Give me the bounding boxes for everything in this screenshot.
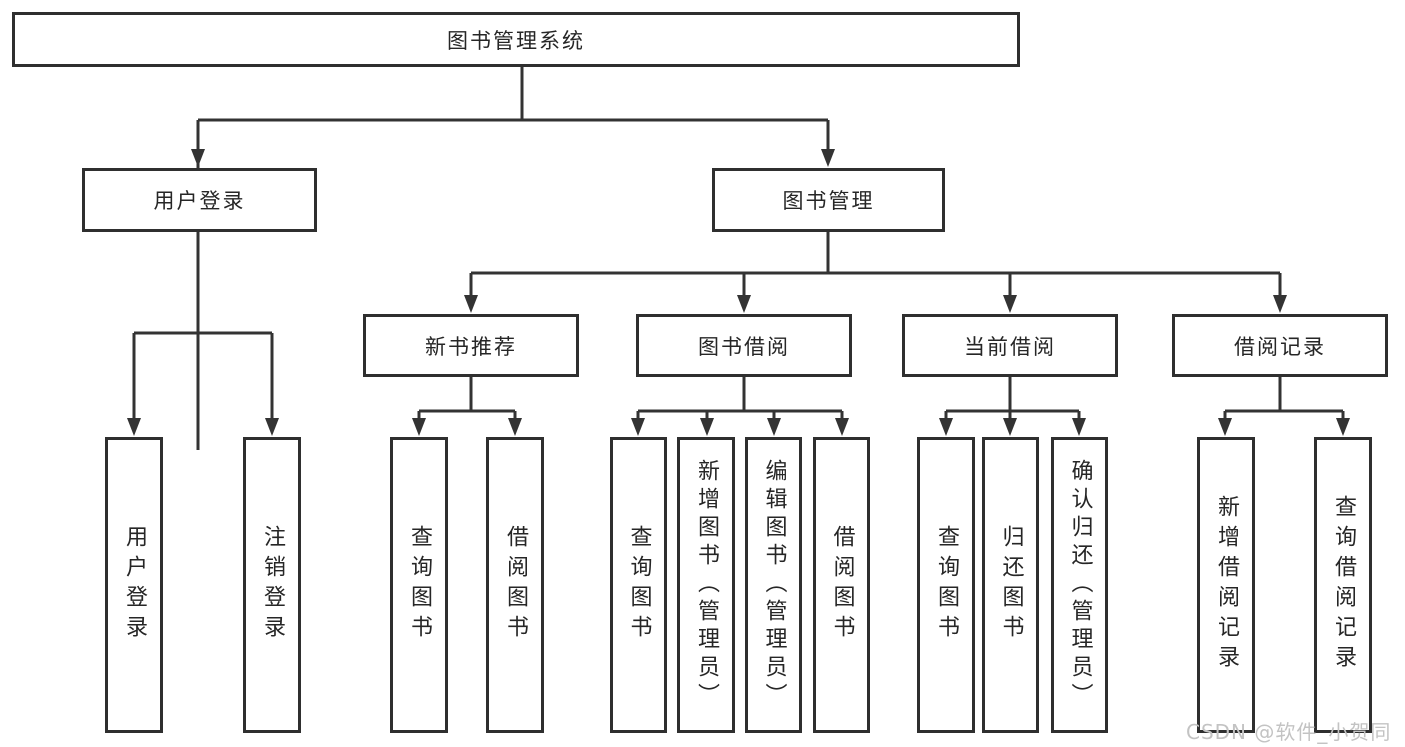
csdn-watermark: CSDN @软件_小贺同学 bbox=[1186, 720, 1392, 744]
leaf-query-books-borrow: 查询图书 bbox=[610, 437, 667, 733]
node-book-borrowing: 图书借阅 bbox=[636, 314, 852, 377]
leaf-logout: 注销登录 bbox=[243, 437, 301, 733]
leaf-query-books-current: 查询图书 bbox=[917, 437, 975, 733]
leaf-borrow-books-2: 借阅图书 bbox=[813, 437, 870, 733]
node-book-management: 图书管理 bbox=[712, 168, 945, 232]
leaf-borrow-books: 借阅图书 bbox=[486, 437, 544, 733]
leaf-edit-books-admin: 编辑图书（管理员） bbox=[745, 437, 802, 733]
leaf-add-borrow-record: 新增借阅记录 bbox=[1197, 437, 1255, 733]
node-current-borrowing: 当前借阅 bbox=[902, 314, 1118, 377]
leaf-return-books: 归还图书 bbox=[982, 437, 1039, 733]
arrowheads bbox=[127, 149, 1350, 436]
node-borrowing-records: 借阅记录 bbox=[1172, 314, 1388, 377]
leaf-user-login: 用户登录 bbox=[105, 437, 163, 733]
leaf-query-borrow-record: 查询借阅记录 bbox=[1314, 437, 1372, 733]
leaf-confirm-return-admin: 确认归还（管理员） bbox=[1051, 437, 1108, 733]
node-new-book-recommend: 新书推荐 bbox=[363, 314, 579, 377]
leaf-query-books: 查询图书 bbox=[390, 437, 448, 733]
node-user-login: 用户登录 bbox=[82, 168, 317, 232]
node-book-management-system: 图书管理系统 bbox=[12, 12, 1020, 67]
leaf-add-books-admin: 新增图书（管理员） bbox=[677, 437, 735, 733]
